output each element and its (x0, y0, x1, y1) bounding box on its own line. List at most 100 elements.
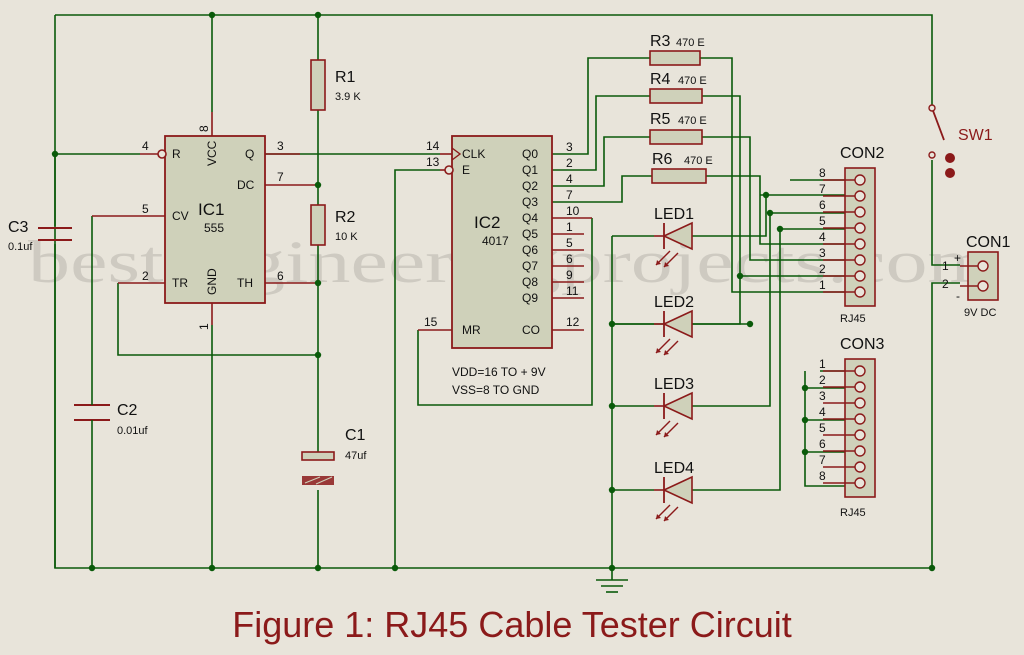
r2-body (310, 204, 326, 246)
r2-value: 10 K (335, 231, 358, 243)
r4-ref: R4 (650, 71, 671, 88)
c3-capacitor (38, 227, 72, 241)
con3-label: RJ45 (840, 507, 866, 519)
ic2-pinno-13: 13 (426, 155, 440, 169)
ic2-pinno-q4: 10 (566, 204, 580, 218)
led-2-ref: LED2 (654, 294, 694, 311)
ic2-pin-q5: Q5 (522, 227, 538, 241)
con3-pin-6: 6 (819, 437, 826, 451)
ic1-pinno-2: 2 (142, 269, 149, 283)
led-4-ref: LED4 (654, 460, 694, 477)
led-3: LED3 (654, 376, 694, 438)
ic2-note-vdd: VDD=16 TO + 9V (452, 365, 546, 379)
con1-connector (960, 251, 999, 301)
ic2-pinno-12: 12 (566, 315, 580, 329)
ic1-pin-th: TH (237, 276, 253, 290)
ic1-wiring (54, 15, 452, 568)
r1-value: 3.9 K (335, 91, 361, 103)
con2-pin-6: 6 (819, 198, 826, 212)
c1-value: 47uf (345, 450, 367, 462)
ic2-part: 4017 (482, 234, 509, 248)
ic1-pinno-4: 4 (142, 139, 149, 153)
ic2-pin-mr: MR (462, 323, 481, 337)
ic2-pin-q8: Q8 (522, 275, 538, 289)
ic2-pin-q1: Q1 (522, 163, 538, 177)
ic1-pin-gnd: GND (205, 268, 219, 295)
led-3-ref: LED3 (654, 376, 694, 393)
con3-pin-7: 7 (819, 453, 826, 467)
led-4: LED4 (654, 460, 694, 522)
con2-label: RJ45 (840, 313, 866, 325)
c2-value: 0.01uf (117, 425, 149, 437)
con2-pin-5: 5 (819, 214, 826, 228)
con1-label: 9V DC (964, 307, 996, 319)
r1-body (310, 59, 326, 111)
ic1-ref: IC1 (198, 200, 224, 219)
ic2-pin-q2: Q2 (522, 179, 538, 193)
ic1-pinno-1: 1 (197, 323, 211, 330)
ic2-pin-q9: Q9 (522, 291, 538, 305)
c2-capacitor (74, 395, 110, 432)
ic1-pin-q: Q (245, 147, 254, 161)
con2-pin-4: 4 (819, 230, 826, 244)
ic2-pinno-14: 14 (426, 139, 440, 153)
con3-pin-3: 3 (819, 389, 826, 403)
ic2-pinno-q0: 3 (566, 140, 573, 154)
con3-ref: CON3 (840, 336, 885, 353)
circuit-schematic: bestengineeringprojects.com R1 3.9 K R2 (8, 11, 1011, 593)
sw1-switch (928, 104, 955, 178)
sw1-ref: SW1 (958, 127, 993, 144)
r3-body (649, 50, 701, 66)
ic2-ref: IC2 (474, 213, 500, 232)
r5-ref: R5 (650, 111, 671, 128)
ic1-pin-r: R (172, 147, 181, 161)
ic1-pinno-6: 6 (277, 269, 284, 283)
ic2-pin-clk: CLK (462, 147, 485, 161)
ic1-pin-dc: DC (237, 178, 255, 192)
r4-value: 470 E (678, 75, 707, 87)
ic2-pinno-q8: 9 (566, 268, 573, 282)
ic2-pinno-15: 15 (424, 315, 438, 329)
r2-ref: R2 (335, 209, 356, 226)
con3-pin-8: 8 (819, 469, 826, 483)
con3-pin-2: 2 (819, 373, 826, 387)
ic2-pinno-q5: 1 (566, 220, 573, 234)
ic1-body (164, 135, 266, 304)
ic2-pin-q7: Q7 (522, 259, 538, 273)
ic2-pin-e: E (462, 163, 470, 177)
con2-pin-8: 8 (819, 166, 826, 180)
ic1-pin-vcc: VCC (205, 140, 219, 166)
r6-ref: R6 (652, 151, 673, 168)
c1-capacitor (301, 451, 335, 485)
con2-pin-3: 3 (819, 246, 826, 260)
figure-caption: Figure 1: RJ45 Cable Tester Circuit (232, 604, 792, 645)
ic2-pin-q4: Q4 (522, 211, 538, 225)
ic2-note-vss: VSS=8 TO GND (452, 383, 540, 397)
ic1-pin-tr: TR (172, 276, 188, 290)
con3-pin-1: 1 (819, 357, 826, 371)
ic2-pinno-q6: 5 (566, 236, 573, 250)
ic2-pin-q6: Q6 (522, 243, 538, 257)
con3-pin-5: 5 (819, 421, 826, 435)
ic1-pinno-7: 7 (277, 170, 284, 184)
ic1-pinno-8: 8 (197, 125, 211, 132)
r4-body (649, 88, 703, 104)
ic2-pin-co: CO (522, 323, 540, 337)
c2-ref: C2 (117, 402, 138, 419)
ic2-pinno-q2: 4 (566, 172, 573, 186)
con1-ref: CON1 (966, 234, 1011, 251)
ic1-part: 555 (204, 221, 224, 235)
r1-ref: R1 (335, 69, 356, 86)
ic1-reset-bubble (157, 149, 167, 159)
r6-value: 470 E (684, 155, 713, 167)
con2-ref: CON2 (840, 145, 885, 162)
r6-body (651, 168, 707, 184)
c3-value: 0.1uf (8, 241, 33, 253)
con1-minus: - (956, 289, 960, 303)
ic2-body (451, 135, 553, 349)
r5-value: 470 E (678, 115, 707, 127)
ic2-pin-q0: Q0 (522, 147, 538, 161)
r5-body (649, 129, 703, 145)
